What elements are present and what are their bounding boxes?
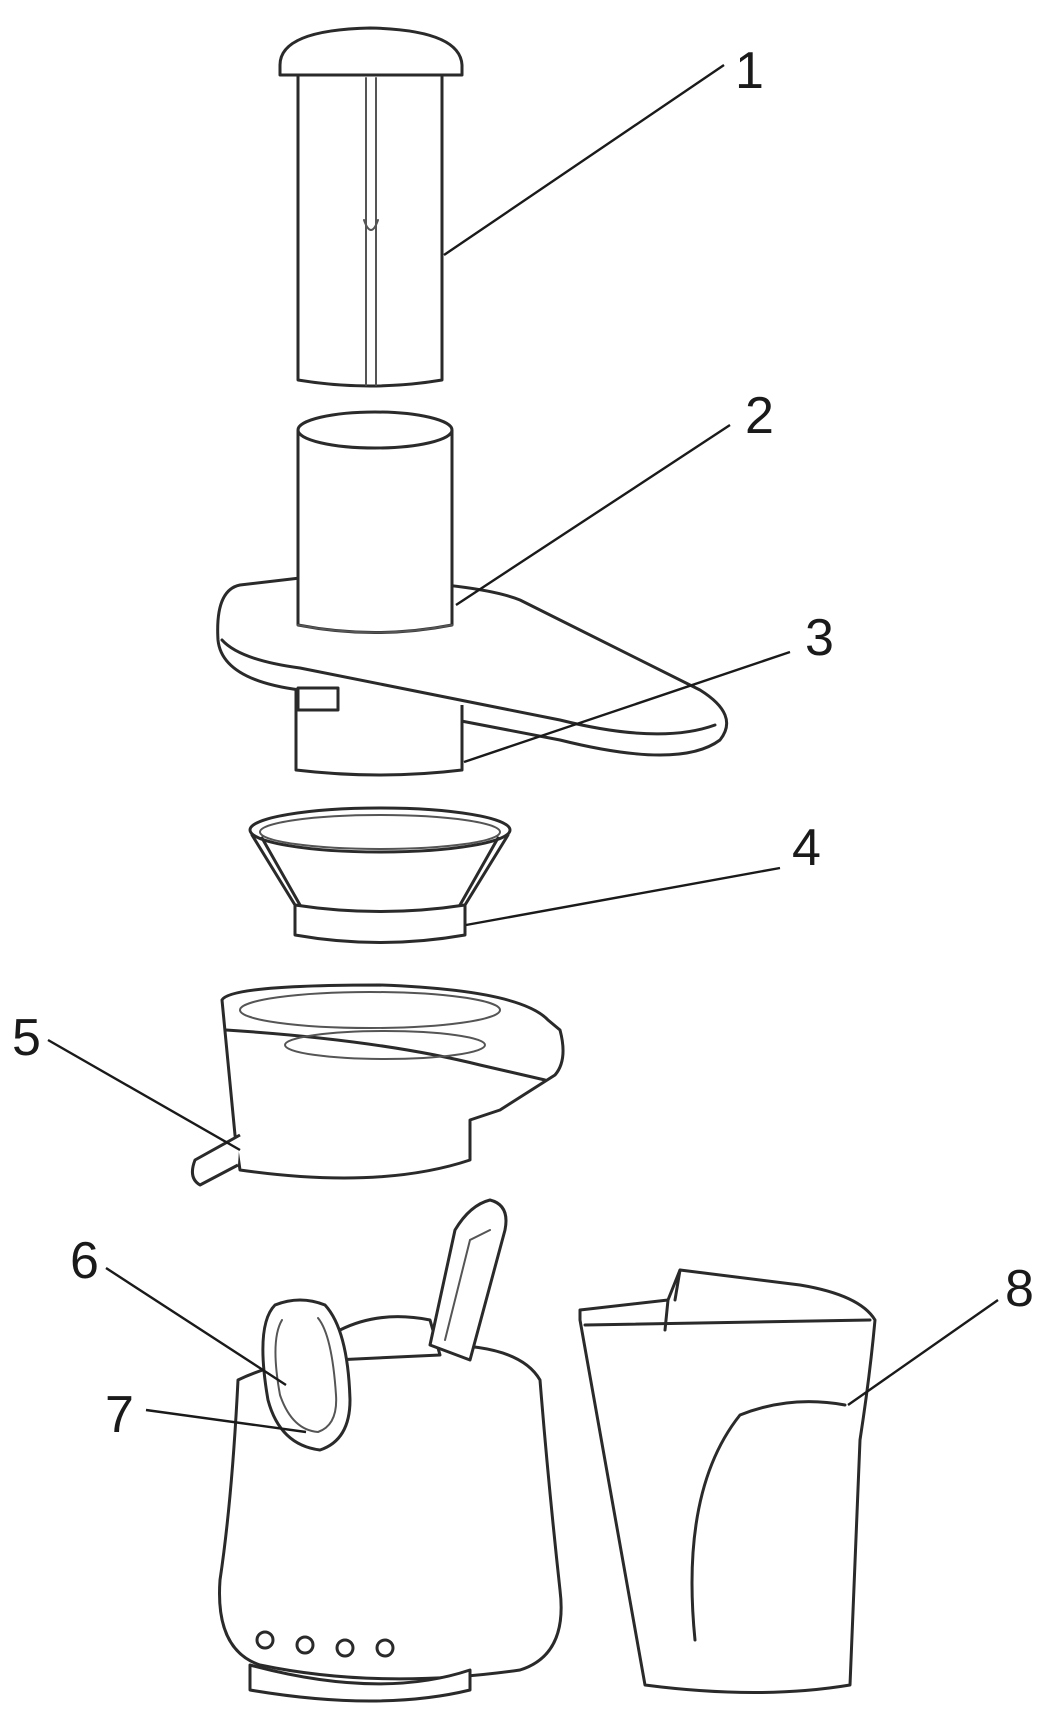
part-8-juice-jug bbox=[578, 1268, 877, 1694]
callout-7: 7 bbox=[105, 1386, 134, 1444]
leader-7 bbox=[145, 1408, 307, 1434]
callout-5: 5 bbox=[12, 1009, 41, 1067]
leader-6 bbox=[105, 1266, 287, 1387]
callout-4: 4 bbox=[792, 819, 821, 877]
leader-3 bbox=[463, 650, 791, 764]
callout-1: 1 bbox=[735, 42, 764, 100]
leader-5 bbox=[47, 1038, 241, 1152]
callout-8: 8 bbox=[1005, 1260, 1034, 1318]
part-5-juice-container bbox=[190, 983, 565, 1187]
leader-8 bbox=[847, 1299, 999, 1406]
part-1-food-pusher bbox=[278, 26, 464, 388]
leader-1 bbox=[443, 64, 725, 256]
callout-3: 3 bbox=[805, 609, 834, 667]
callout-6: 6 bbox=[70, 1232, 99, 1290]
part-2-3-lid-assembly bbox=[216, 410, 729, 777]
leader-2 bbox=[455, 423, 731, 607]
callout-2: 2 bbox=[745, 387, 774, 445]
leader-lines bbox=[47, 64, 999, 1434]
callout-labels: 1 2 3 4 5 6 7 8 bbox=[12, 42, 1034, 1444]
part-6-7-motor-base bbox=[218, 1198, 563, 1703]
part-4-filter-basket bbox=[248, 806, 512, 944]
leader-4 bbox=[465, 866, 781, 927]
